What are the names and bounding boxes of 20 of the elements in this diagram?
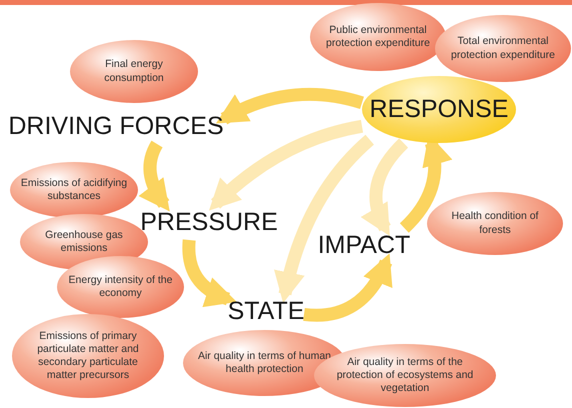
indicator-text: Total environmental protection expenditure: [450, 35, 556, 62]
category-text: PRESSURE: [140, 210, 278, 234]
category-text: RESPONSE: [370, 97, 508, 122]
curved-arrow: [274, 134, 374, 304]
indicator-text: Energy intensity of the economy: [68, 274, 174, 300]
indicator-text: Emissions of acidifying substances: [20, 176, 128, 204]
curved-arrow: [361, 138, 408, 236]
indicator-text: Greenhouse gas emissions: [44, 228, 124, 256]
indicator-text: Air quality in terms of human health protection: [196, 350, 332, 376]
indicator-text: Public environmental protection expenditure: [325, 24, 431, 50]
category-text: IMPACT: [318, 232, 410, 258]
category-text: DRIVING FORCES: [8, 114, 224, 138]
indicator-text: Final energy consumption: [103, 58, 165, 85]
curved-arrow: [138, 140, 170, 212]
curved-arrow: [208, 120, 364, 210]
indicator-text: Health condition of forests: [450, 210, 540, 237]
curved-arrow: [182, 240, 237, 306]
indicator-text: Air quality in terms of the protection of ecosystems and vegetation: [336, 356, 474, 396]
category-text: STATE: [228, 298, 304, 324]
indicator-text: Emissions of primary particulate matter and secondary particulate matter precursors: [36, 330, 140, 382]
